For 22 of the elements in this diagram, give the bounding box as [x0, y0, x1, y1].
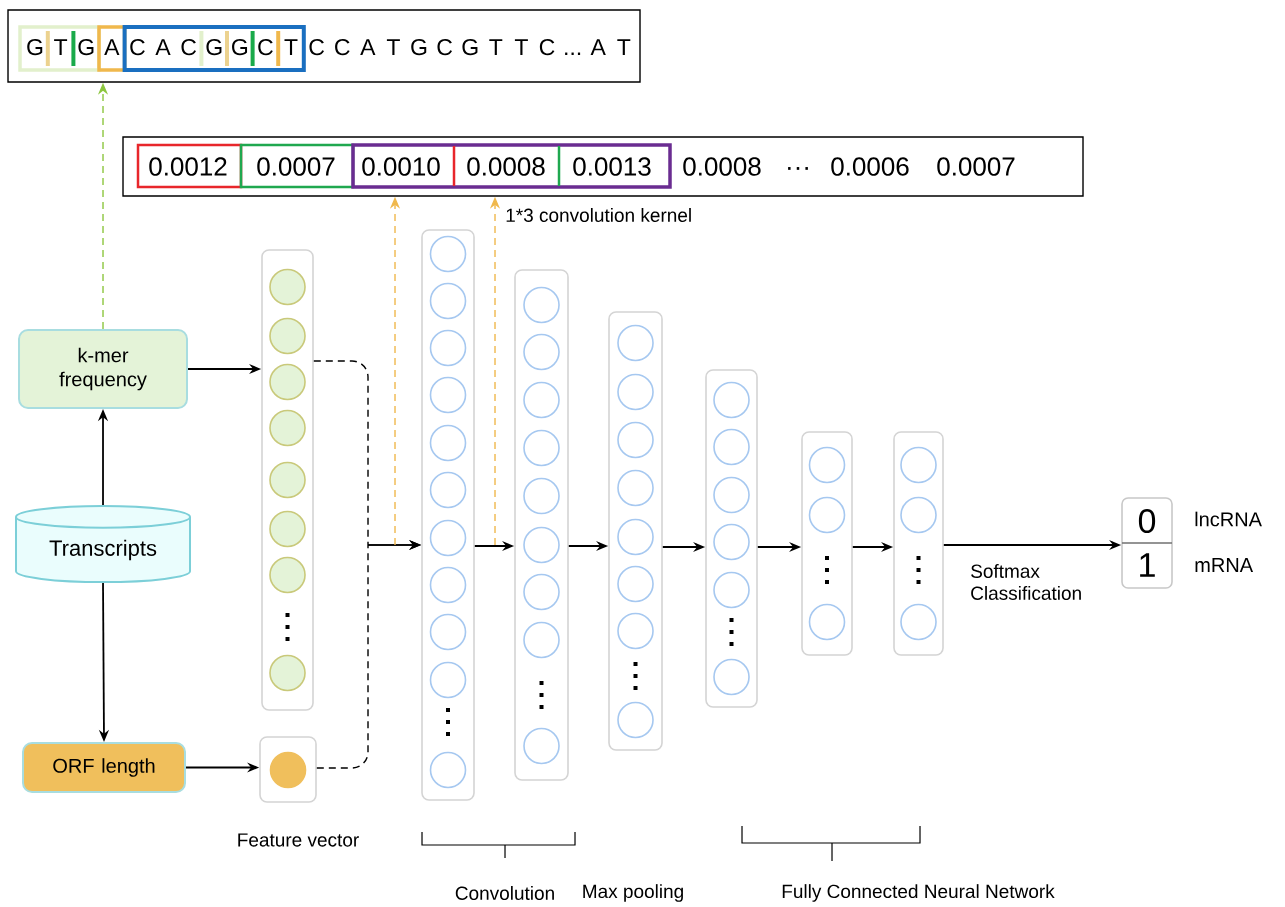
neuron-column — [608, 311, 663, 751]
caption: Fully Connected Neural Network — [782, 884, 1055, 902]
value-strip: 0.0012 0.0007 0.0010 0.0008 0.0013 0.0008 ··· 0.0006 0.0007 — [122, 136, 1084, 197]
feature-box: ORF length — [22, 742, 186, 793]
neuron-column — [421, 229, 475, 801]
annotation: 1*3 convolution kernel — [506, 208, 691, 222]
feature-cell — [259, 736, 317, 803]
caption: Max pooling — [583, 884, 683, 902]
caption: Softmax Classification — [971, 564, 1081, 600]
neuron-column — [705, 369, 758, 708]
neuron-column — [801, 431, 853, 656]
neuron-column — [893, 431, 944, 656]
class-label: lncRNA — [1195, 511, 1262, 527]
caption: Feature vector — [238, 833, 359, 847]
caption: Convolution — [455, 886, 554, 900]
output-box: 0 1 — [1121, 497, 1173, 589]
class-label: mRNA — [1195, 558, 1254, 572]
neuron-column — [514, 269, 569, 781]
database-cylinder: Transcripts — [15, 505, 191, 584]
sequence-box: G T G A C A C G G C T C C A T G C G T T C ... A T — [7, 9, 641, 83]
neuron-column — [261, 249, 314, 711]
feature-box: k-mer frequency — [18, 329, 188, 409]
